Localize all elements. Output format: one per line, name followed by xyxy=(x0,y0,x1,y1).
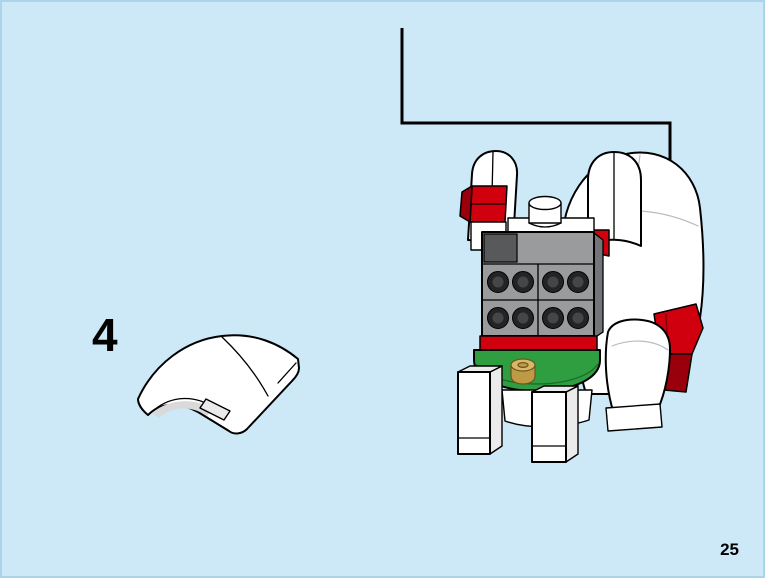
technic-hole-inner xyxy=(492,312,504,324)
technic-hole-inner xyxy=(572,276,584,288)
back-leg-seam xyxy=(611,340,669,351)
technic-holes xyxy=(487,271,589,329)
model-assembly xyxy=(457,150,705,463)
technic-hole-inner xyxy=(547,312,559,324)
center-stud-bottom xyxy=(528,222,562,228)
part-silhouette xyxy=(137,334,300,435)
page-number: 25 xyxy=(720,540,739,559)
face-side xyxy=(593,231,604,340)
technic-hole-inner xyxy=(492,276,504,288)
back-foot xyxy=(605,403,663,432)
dark-gray-brick xyxy=(483,233,518,263)
red-plate xyxy=(479,335,598,351)
front-left-leg-side xyxy=(489,365,503,455)
left-ear-red-side xyxy=(459,185,473,223)
front-left-leg xyxy=(457,365,503,455)
front-right-leg xyxy=(531,385,579,463)
guide-line xyxy=(400,28,672,176)
callout-part-white-curved-slope xyxy=(137,334,300,435)
technic-hole-inner xyxy=(517,312,529,324)
gold-stud-center xyxy=(517,362,529,369)
part-seam-line xyxy=(221,336,269,397)
step-number: 4 xyxy=(92,309,118,361)
front-right-leg-side xyxy=(565,385,579,463)
part-notch xyxy=(199,398,231,421)
technic-hole-inner xyxy=(547,276,559,288)
back-leg xyxy=(604,318,671,415)
part-under-arch-shadow xyxy=(152,401,213,418)
part-endcap-line xyxy=(277,362,297,384)
center-stud-top xyxy=(528,195,562,211)
front-left-leg-face xyxy=(457,371,491,455)
technic-hole-inner xyxy=(517,276,529,288)
front-right-leg-face xyxy=(531,391,567,463)
technic-hole-inner xyxy=(572,312,584,324)
